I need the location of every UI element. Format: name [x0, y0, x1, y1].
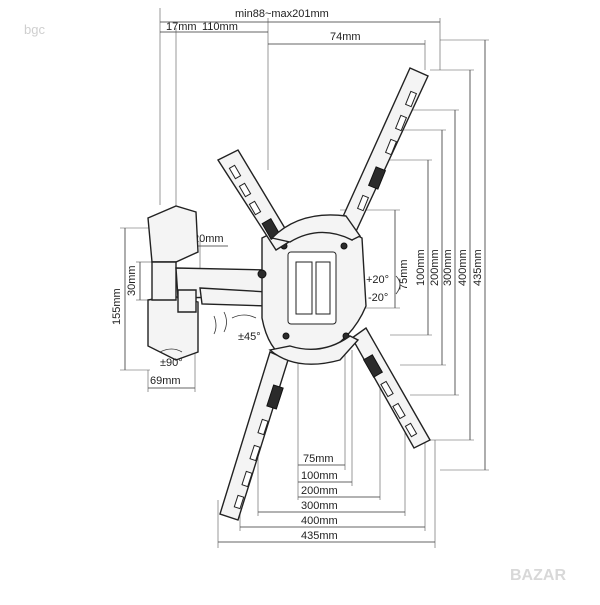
top-dimensions: min88~max201mm 17mm 110mm 74mm	[159, 8, 441, 210]
d155-label: 155mm	[111, 288, 123, 325]
rotation-90-label: ±90°	[160, 357, 183, 369]
right-dimensions: 75mm 100mm 200mm 300mm 400mm 435mm	[340, 39, 489, 471]
v400-label: 400mm	[457, 249, 469, 286]
watermark-bottom-right: BAZAR	[510, 567, 566, 584]
bracket-arm-lower-left	[219, 351, 289, 521]
tilt-down-label: -20°	[368, 292, 388, 304]
watermark-top-left: bgc	[24, 22, 45, 37]
h400-label: 400mm	[301, 515, 338, 527]
v300-label: 300mm	[442, 249, 454, 286]
bracket-arm-upper-right	[335, 67, 429, 241]
bracket-arm-upper-left	[216, 149, 293, 251]
rotation-45-label: ±45°	[238, 331, 261, 343]
tilt-up-label: +20°	[366, 274, 389, 286]
swing-arm	[175, 267, 273, 313]
tilt-labels: +20° -20°	[366, 274, 401, 304]
h75-label: 75mm	[303, 453, 334, 465]
bracket-arm-lower-right	[351, 326, 431, 449]
top-range-label: min88~max201mm	[235, 8, 329, 20]
v100-label: 100mm	[415, 249, 427, 286]
dim-17-label: 17mm	[166, 21, 197, 33]
h300-label: 300mm	[301, 500, 338, 512]
v435-label: 435mm	[472, 249, 484, 286]
bottom-dimensions: 75mm 100mm 200mm 300mm 400mm 435mm	[217, 330, 436, 548]
d69-label: 69mm	[150, 375, 181, 387]
dim-110-label: 110mm	[202, 21, 238, 33]
vesa-plate	[261, 223, 367, 361]
d20-label: 20mm	[193, 233, 224, 245]
v75-label: 75mm	[398, 259, 410, 290]
h435-label: 435mm	[301, 530, 338, 542]
rotation-labels: ±90° ±45°	[159, 311, 261, 369]
h200-label: 200mm	[301, 485, 338, 497]
v200-label: 200mm	[429, 249, 441, 286]
d30-label: 30mm	[126, 265, 138, 296]
h100-label: 100mm	[301, 470, 338, 482]
dim-74-label: 74mm	[330, 31, 361, 43]
arm-connector-plate	[257, 214, 362, 365]
